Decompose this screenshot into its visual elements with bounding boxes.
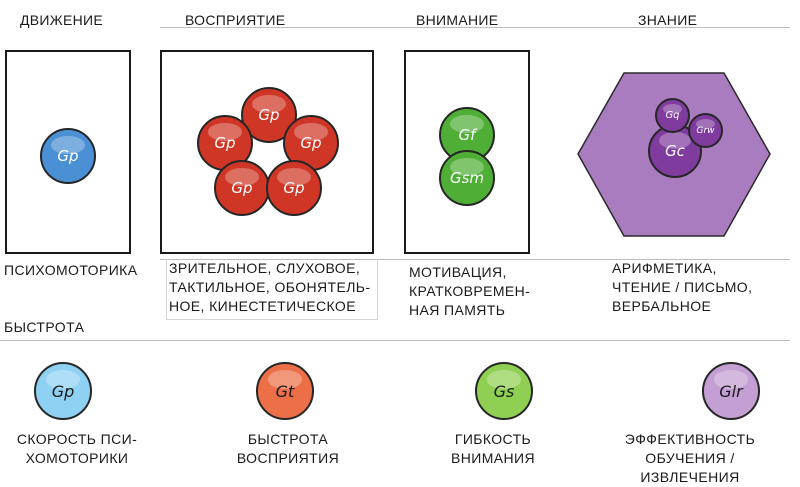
node-label: Gt (275, 381, 295, 401)
node-label: Gp (258, 106, 280, 124)
perception-node-bottom-left: Gp (214, 160, 270, 216)
perception-box (160, 50, 374, 254)
node-label: Gp (57, 147, 79, 165)
attention-gsm-node: Gsm (439, 150, 495, 206)
knowledge-grw-node: Grw (688, 113, 723, 148)
header-movement: ДВИЖЕНИЕ (20, 12, 104, 28)
node-label: Gp (214, 134, 236, 152)
node-label: Glr (719, 381, 743, 401)
node-label: Gf (458, 126, 476, 144)
node-label: Gsm (449, 169, 485, 187)
node-label: Gp (231, 179, 253, 197)
knowledge-gq-node: Gq (655, 98, 690, 133)
node-label: Gp (300, 134, 322, 152)
section-divider (0, 340, 790, 341)
speed-glr-node: Glr (702, 362, 760, 420)
section-label-speed: БЫСТРОТА (4, 319, 85, 335)
speed-gt-node: Gt (256, 362, 314, 420)
knowledge-gc-node: Gc (648, 124, 702, 178)
header-divider (160, 27, 790, 28)
caption-attention: МОТИВАЦИЯ, КРАТКОВРЕМЕН- НАЯ ПАМЯТЬ (409, 264, 531, 318)
movement-gp-node: Gp (40, 128, 96, 184)
caption-movement: ПСИХОМОТОРИКА (4, 262, 138, 278)
node-label: Gs (493, 381, 515, 401)
speed-gs-node: Gs (475, 362, 533, 420)
caption-knowledge: АРИФМЕТИКА, ЧТЕНИЕ / ПИСЬМО, ВЕРБАЛЬНОЕ (612, 260, 753, 314)
speed-gt-label: БЫСТРОТА ВОСПРИЯТИЯ (236, 431, 340, 466)
speed-gs-label: ГИБКОСТЬ ВНИМАНИЯ (451, 431, 535, 466)
caption-perception: ЗРИТЕЛЬНОЕ, СЛУХОВОЕ, ТАКТИЛЬНОЕ, ОБОНЯТ… (166, 259, 378, 320)
node-label: Gq (665, 110, 680, 121)
perception-node-bottom-right: Gp (266, 160, 322, 216)
speed-gp-node: Gp (34, 362, 92, 420)
header-knowledge: ЗНАНИЕ (638, 12, 698, 28)
node-label: Gp (283, 179, 305, 197)
header-attention: ВНИМАНИЕ (416, 12, 499, 28)
node-label: Gp (51, 381, 75, 401)
speed-gp-label: СКОРОСТЬ ПСИ- ХОМОТОРИКИ (16, 431, 138, 466)
caption-divider (160, 259, 790, 260)
node-label: Gc (665, 142, 685, 160)
speed-glr-label: ЭФФЕКТИВНОСТЬ ОБУЧЕНИЯ / ИЗВЛЕЧЕНИЯ (624, 431, 756, 485)
header-perception: ВОСПРИЯТИЕ (185, 12, 286, 28)
node-label: Grw (696, 125, 715, 136)
